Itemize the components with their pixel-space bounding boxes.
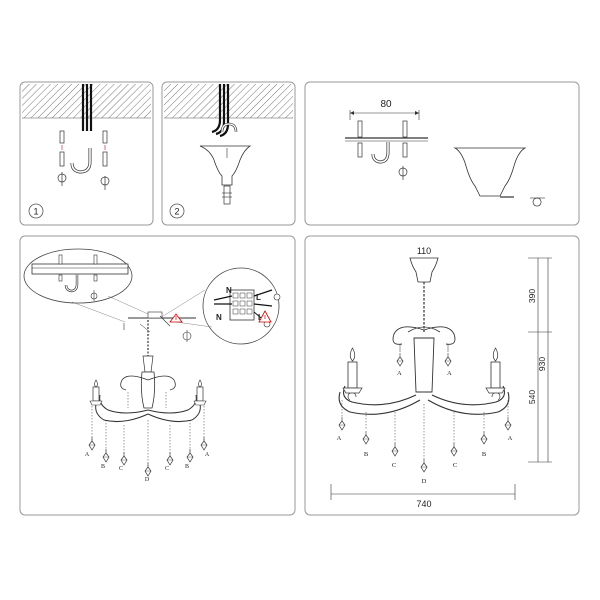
dimension-930: 930 [537, 357, 547, 371]
terminal-l-label: L [256, 293, 261, 302]
arm-left [343, 385, 417, 406]
crystal-label-d: D [145, 477, 150, 483]
step-number-badge [28, 203, 44, 219]
dimension-740: 740 [416, 499, 431, 509]
candle-left [342, 347, 363, 394]
crystal-label-b: B [101, 464, 105, 470]
canopy [199, 145, 252, 186]
dimension-540: 540 [527, 390, 537, 404]
crystal-label-c: C [453, 462, 457, 469]
crystal-label-a: A [337, 435, 342, 442]
crystal-label-a: A [508, 435, 513, 442]
panel-dimensions: 110 A A [304, 235, 580, 516]
dimension-390: 390 [527, 289, 537, 303]
terminal-l-label-2: L [258, 313, 263, 322]
ceiling-wires [81, 84, 93, 131]
panel-wiring: N L N L [19, 235, 296, 516]
candle-right [193, 379, 207, 406]
central-column [413, 337, 435, 393]
crystal-label-a: A [205, 452, 210, 458]
canopy [409, 257, 439, 283]
horizontal-dimension [330, 484, 516, 500]
crystal-label-a: A [397, 370, 402, 377]
dowel-screw-left [57, 130, 67, 186]
dowel-screw-right [100, 130, 110, 190]
crystal-label-a: A [447, 370, 452, 377]
ground-icon [273, 293, 281, 301]
arm-right [147, 394, 197, 414]
dimension-110: 110 [417, 246, 431, 256]
candle-left [89, 379, 103, 406]
crystal-label-b: B [364, 451, 369, 458]
crystal-label-b: B [482, 451, 487, 458]
terminal-n-label-2: N [216, 313, 222, 322]
crystal-strings [88, 392, 208, 477]
crystal-label-a: A [85, 452, 90, 458]
panel-step-1: 1 [19, 81, 154, 226]
panel-mounting-plate: 80 [304, 81, 580, 226]
width-80-label: 80 [380, 99, 392, 110]
crystal-label-c: C [165, 466, 169, 472]
crystal-label-b: B [185, 464, 189, 470]
canopy-icon [453, 147, 527, 197]
step-1-number: 1 [33, 207, 38, 217]
arm-right [431, 385, 505, 406]
crystal-strings [338, 400, 512, 473]
crystal-label-c: C [392, 462, 396, 469]
vertical-dimensions [528, 257, 552, 463]
arm-left [99, 394, 149, 414]
candle-right [485, 347, 506, 394]
plate-screws [357, 120, 408, 180]
rotate-icon [182, 331, 192, 341]
central-column [140, 371, 156, 409]
step-2-number: 2 [174, 207, 179, 217]
crystal-label-c: C [119, 466, 123, 472]
panel-step-2: 2 [161, 81, 296, 226]
terminal-n-label: N [226, 286, 232, 295]
crystal-label-d: D [422, 478, 427, 485]
